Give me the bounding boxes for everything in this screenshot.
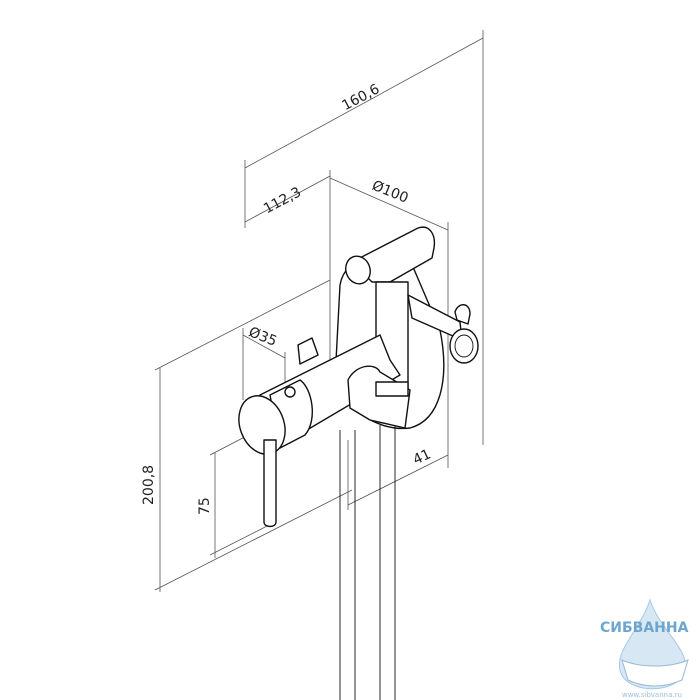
logo-url: www.sibvanna.ru: [622, 691, 682, 699]
dim-lever-height: 75: [197, 497, 213, 515]
lever: [263, 439, 277, 528]
mount-tab: [454, 304, 471, 325]
hose-connector-ring: [449, 328, 479, 364]
spray-face: [345, 255, 371, 285]
indicator-dot: [284, 386, 296, 398]
bathtub-icon: [621, 659, 689, 687]
sibvanna-logo: СИБВАННА www.sibvanna.ru: [600, 598, 689, 699]
dim-wall-depth: 112,3: [261, 184, 304, 217]
dim-holder-offset: 41: [411, 446, 434, 468]
faucet-drawing: [238, 226, 479, 700]
hand-shower-head: [351, 226, 436, 283]
holder-collar: [375, 381, 409, 397]
small-hook: [297, 337, 319, 365]
dim-flange-diameter: Ø100: [370, 178, 411, 207]
logo-name: СИБВАННА: [600, 620, 689, 636]
dim-overall-depth: 160,6: [340, 81, 383, 114]
dimension-lines: [154, 30, 484, 592]
dim-overall-height: 200,8: [141, 465, 157, 505]
